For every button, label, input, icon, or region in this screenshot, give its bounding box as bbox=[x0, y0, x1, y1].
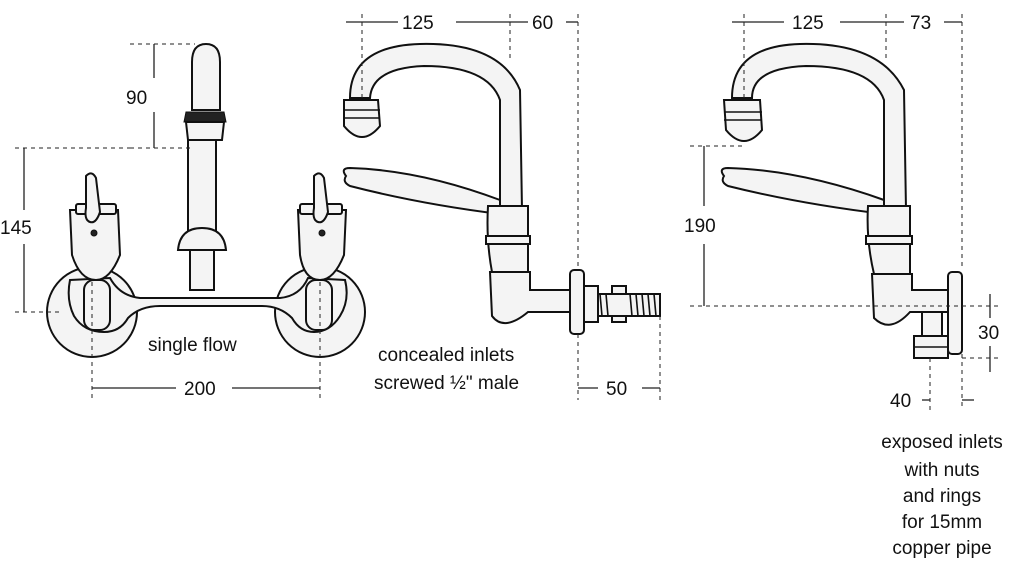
exposed-wall-flange bbox=[947, 271, 963, 355]
concealed-dim-50: 50 bbox=[606, 379, 627, 400]
exposed-lever bbox=[720, 166, 885, 216]
exposed-dim-30: 30 bbox=[978, 323, 999, 344]
riser-base bbox=[176, 226, 228, 251]
concealed-lever bbox=[342, 166, 501, 216]
right-valve-body bbox=[296, 209, 348, 282]
riser-pipe bbox=[187, 129, 217, 241]
left-inlet-stub bbox=[83, 279, 111, 331]
front-caption: single flow bbox=[148, 335, 237, 356]
concealed-body-collar bbox=[485, 235, 531, 245]
concealed-caption-line2: screwed ½" male bbox=[374, 373, 519, 394]
exposed-caption-line: with nuts bbox=[904, 460, 980, 481]
exposed-caption-line: and rings bbox=[903, 486, 981, 507]
front-dim-90: 90 bbox=[126, 88, 147, 109]
concealed-backnut bbox=[583, 285, 599, 323]
front-view: 90 145 200 single flow bbox=[0, 42, 366, 400]
right-index-dot bbox=[318, 229, 326, 237]
exposed-body-collar bbox=[865, 235, 913, 245]
left-lever bbox=[84, 172, 102, 224]
right-inlet-stub bbox=[305, 279, 333, 331]
right-lever bbox=[312, 172, 330, 224]
exposed-caption-line: exposed inlets bbox=[881, 432, 1002, 453]
exposed-inlet-pipe bbox=[921, 311, 943, 337]
exposed-dim-125: 125 bbox=[792, 13, 824, 34]
exposed-caption-line: copper pipe bbox=[892, 538, 991, 559]
exposed-dim-190: 190 bbox=[684, 216, 716, 237]
concealed-dim-125: 125 bbox=[402, 13, 434, 34]
exposed-caption: exposed inlets with nuts and rings for 1… bbox=[881, 432, 1002, 559]
front-body bbox=[67, 276, 348, 334]
front-dim-145: 145 bbox=[0, 218, 32, 239]
side-view-exposed: 125 73 190 30 40 exposed inlets with nut… bbox=[684, 13, 1003, 559]
front-dim-200: 200 bbox=[184, 379, 216, 400]
left-valve-body bbox=[68, 209, 122, 282]
left-index-dot bbox=[90, 229, 98, 237]
exposed-dim-73: 73 bbox=[910, 13, 931, 34]
concealed-elbow bbox=[488, 271, 579, 324]
concealed-caption-line1: concealed inlets bbox=[378, 345, 514, 366]
concealed-dim-60: 60 bbox=[532, 13, 553, 34]
concealed-spout bbox=[348, 42, 524, 211]
aerator bbox=[183, 111, 227, 123]
riser-lower-stem bbox=[189, 249, 215, 291]
thread-marks bbox=[599, 293, 657, 317]
exposed-dim-40: 40 bbox=[890, 391, 911, 412]
spout-tip bbox=[191, 42, 221, 111]
side-view-concealed: 125 60 50 concealed inlets screwed ½" ma… bbox=[342, 13, 661, 400]
aerator-ring bbox=[184, 121, 226, 141]
exposed-caption-line: for 15mm bbox=[902, 512, 982, 533]
concealed-wall-flange bbox=[569, 269, 585, 335]
exposed-spout bbox=[730, 42, 908, 211]
